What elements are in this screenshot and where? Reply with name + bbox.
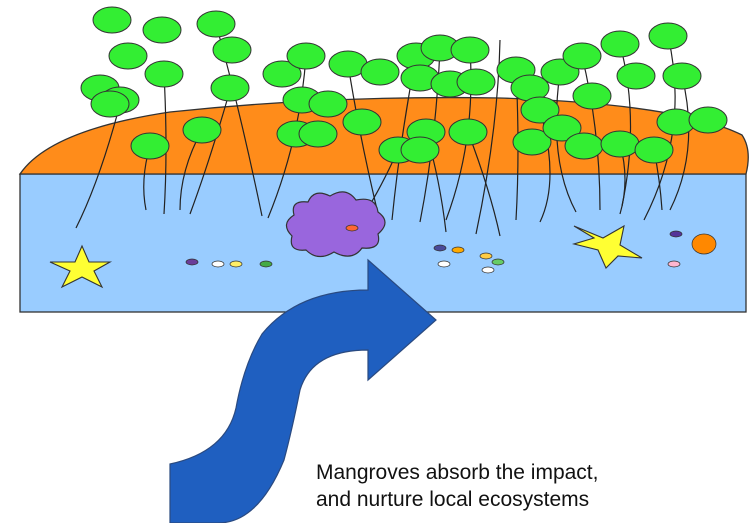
leaf (299, 121, 337, 147)
leaf (287, 43, 325, 69)
leaf (343, 109, 381, 135)
leaf (361, 59, 399, 85)
fish (260, 261, 272, 267)
leaf (309, 91, 347, 117)
leaf (183, 117, 221, 143)
leaf (131, 133, 169, 159)
leaf (145, 61, 183, 87)
leaf (451, 37, 489, 63)
leaf (213, 37, 251, 63)
caption-line-1: Mangroves absorb the impact, (316, 459, 598, 486)
fish (212, 261, 224, 267)
coral-icon (286, 192, 385, 257)
leaf (211, 75, 249, 101)
fish (480, 253, 492, 259)
leaf (601, 31, 639, 57)
fish (346, 225, 358, 231)
fish (668, 261, 680, 267)
leaf (663, 63, 701, 89)
caption-line-2: and nurture local ecosystems (316, 486, 598, 513)
fish (482, 267, 494, 273)
fish (670, 231, 682, 237)
leaf (563, 43, 601, 69)
leaf (93, 7, 131, 33)
leaf (401, 137, 439, 163)
leaf (601, 131, 639, 157)
leaf (635, 137, 673, 163)
fish (492, 259, 504, 265)
leaf (617, 63, 655, 89)
leaf (91, 91, 129, 117)
fish (230, 261, 242, 267)
fish (438, 261, 450, 267)
leaf (457, 69, 495, 95)
fish (452, 247, 464, 253)
fish (434, 245, 446, 251)
caption: Mangroves absorb the impact, and nurture… (316, 459, 598, 513)
leaf (649, 23, 687, 49)
fish (692, 234, 716, 254)
leaf (143, 17, 181, 43)
leaf (109, 43, 147, 69)
leaf (197, 11, 235, 37)
leaf (573, 83, 611, 109)
leaf (689, 107, 727, 133)
leaf (449, 119, 487, 145)
leaf (565, 133, 603, 159)
fish (186, 259, 198, 265)
